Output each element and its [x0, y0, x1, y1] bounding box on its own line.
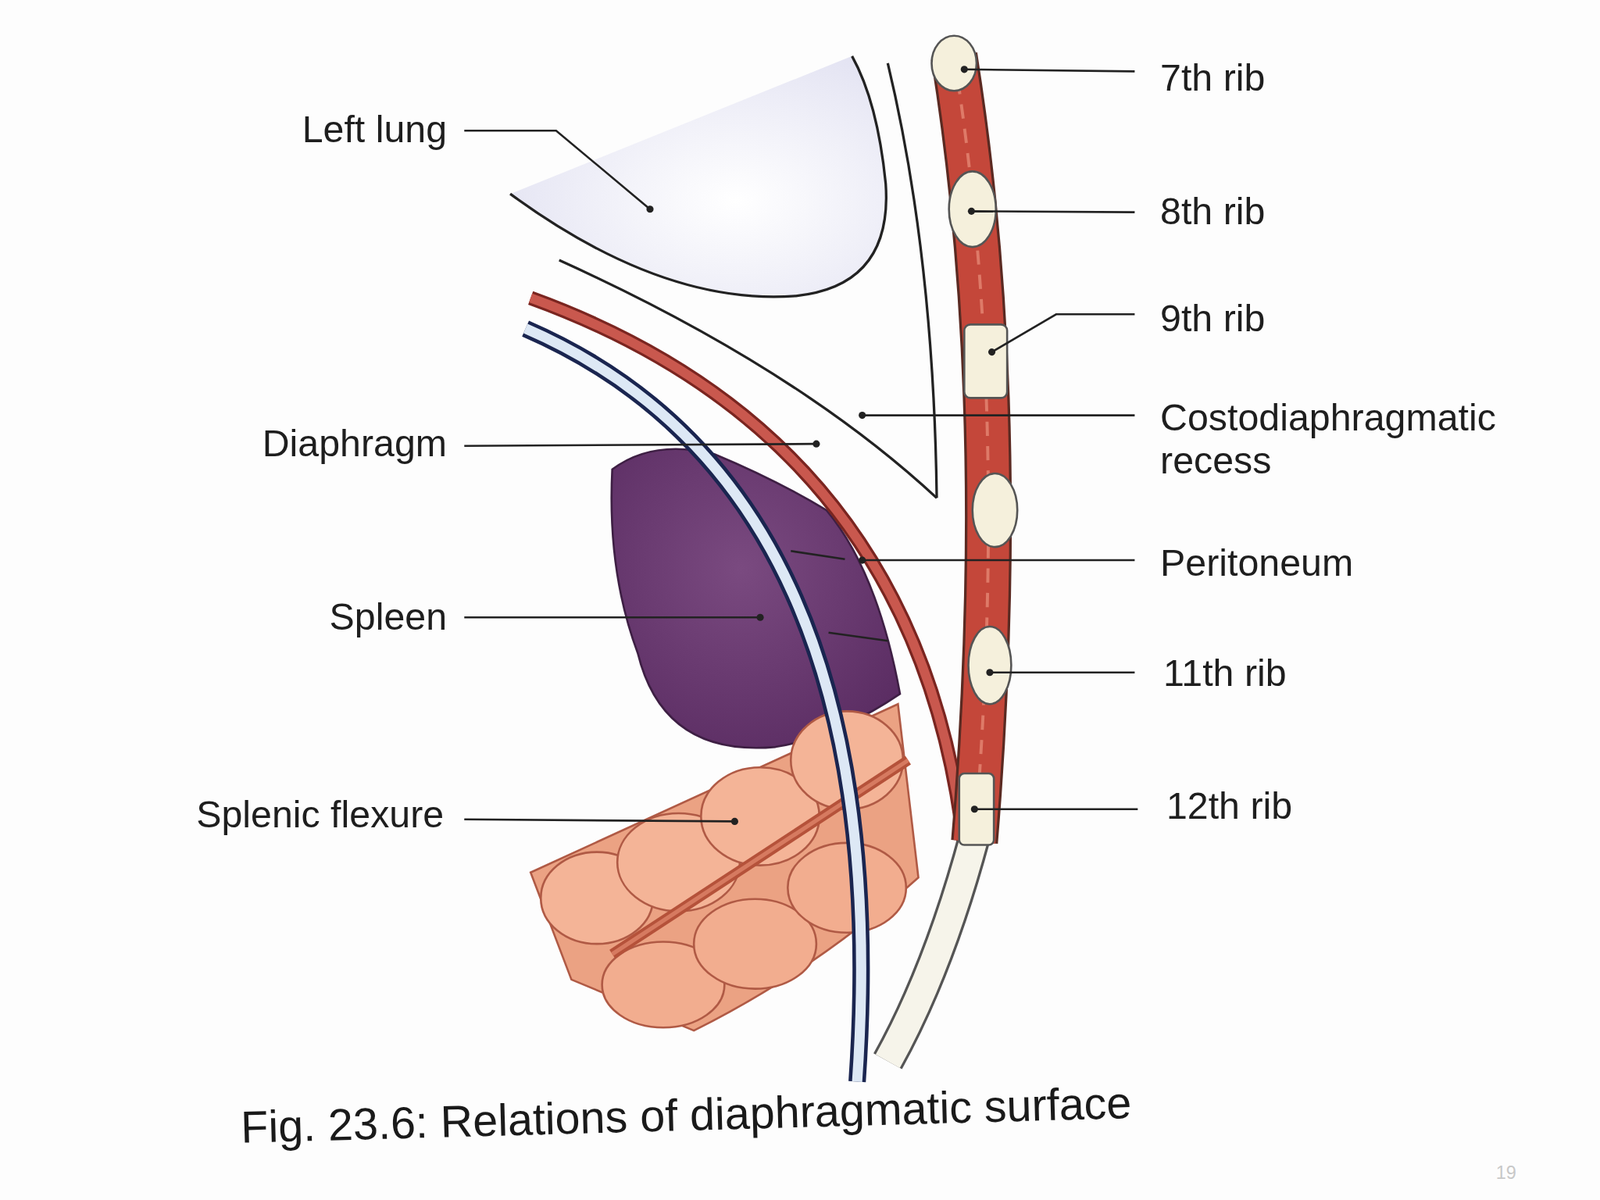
rib-sections — [931, 35, 1018, 846]
rib-label: 8th rib — [1160, 190, 1467, 234]
body-wall — [887, 836, 975, 1061]
recess-label: Costodiaphragmatic recess — [1160, 396, 1590, 483]
page-number: 19 — [1496, 1150, 1558, 1194]
membrane-label: Peritoneum — [1160, 542, 1467, 586]
peritoneum — [525, 328, 862, 1083]
body-wall-fill — [887, 836, 975, 1061]
leader-dots — [646, 65, 996, 825]
figure-caption: Fig. 23.6: Relations of diaphragmatic su… — [239, 1077, 1133, 1154]
rib-label: 7th rib — [1160, 57, 1467, 100]
diaphragm-muscle — [530, 297, 965, 847]
structure-label: Diaphragm — [140, 422, 447, 466]
rib-label: 11th rib — [1163, 652, 1470, 696]
diaphragm — [530, 297, 965, 847]
parietal-pleura — [887, 63, 937, 498]
spleen — [611, 449, 900, 749]
leader-lines — [464, 69, 1138, 822]
organ-label: Spleen — [140, 596, 447, 640]
organ-label: Left lung — [140, 107, 447, 151]
organ-label: Splenic flexure — [35, 793, 444, 837]
peritoneum-layer — [525, 328, 862, 1083]
left-lung — [510, 56, 886, 297]
rib-label: 12th rib — [1166, 784, 1473, 828]
rib-label: 9th rib — [1160, 297, 1467, 341]
